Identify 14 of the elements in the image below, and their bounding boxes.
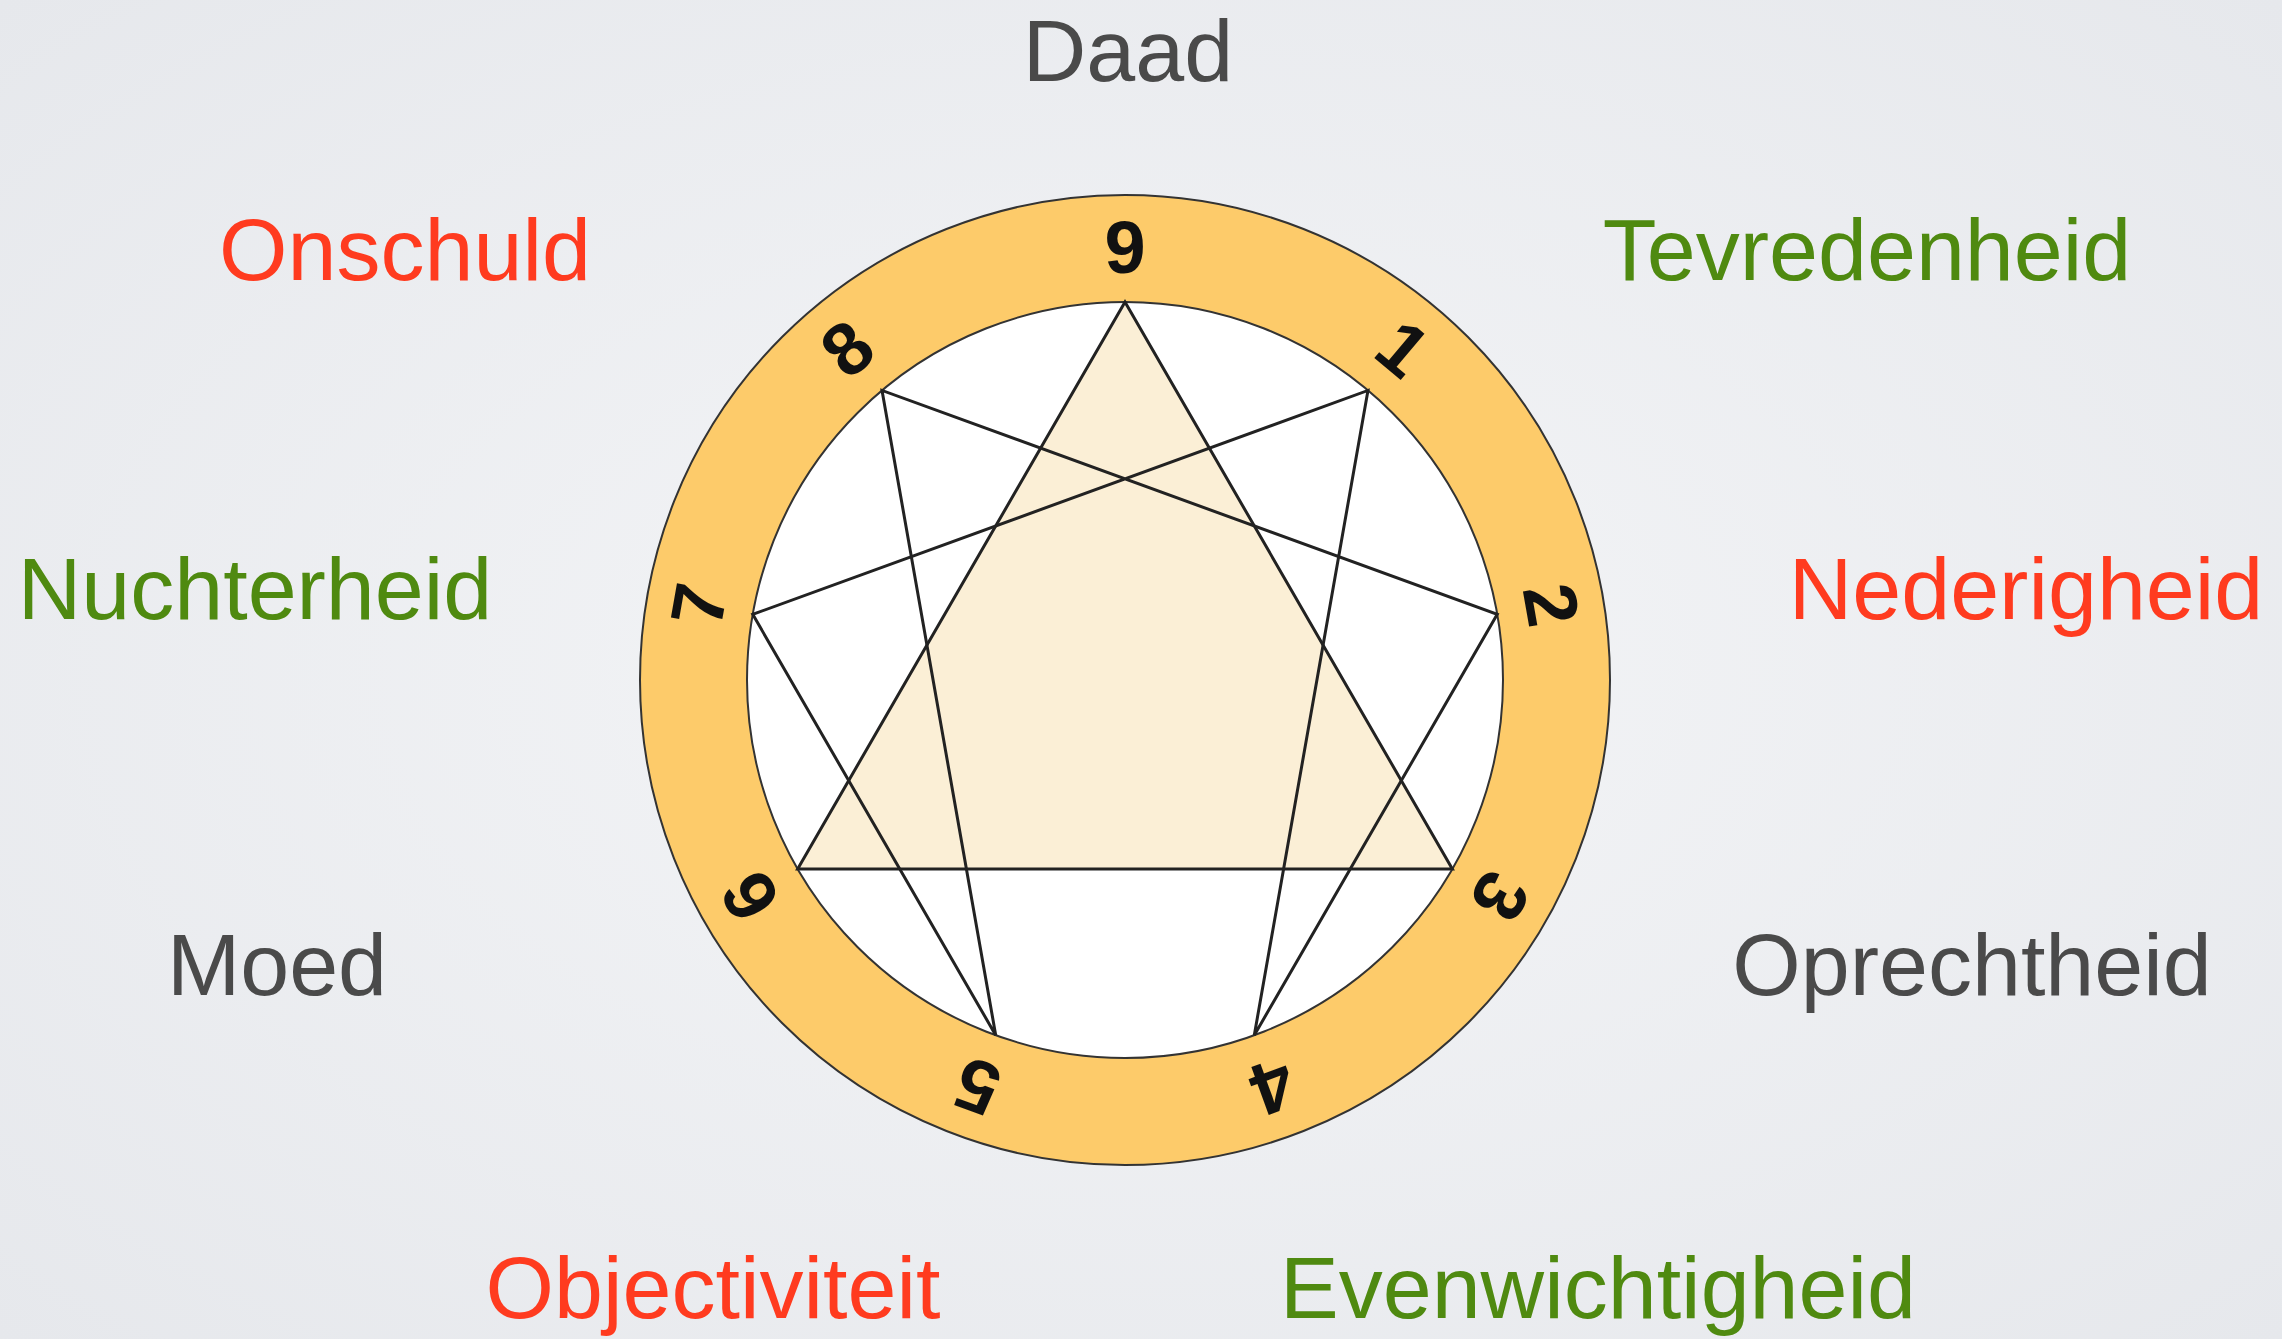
number-label: 7 [659,578,740,632]
number-label: 6 [708,859,794,933]
number-label: 1 [1363,307,1443,391]
number-label: 2 [1510,578,1591,632]
virtue-label: Tevredenheid [1602,206,2132,294]
number-label: 4 [1240,1044,1305,1128]
number-label: 9 [1104,211,1146,285]
number-label: 3 [1456,859,1542,933]
virtue-label: Nuchterheid [17,545,493,633]
virtue-label: Daad [1022,7,1234,95]
number-label: 8 [807,307,887,391]
virtue-label: Onschuld [219,206,591,294]
number-label: 5 [945,1044,1010,1128]
virtue-label: Moed [166,921,388,1009]
